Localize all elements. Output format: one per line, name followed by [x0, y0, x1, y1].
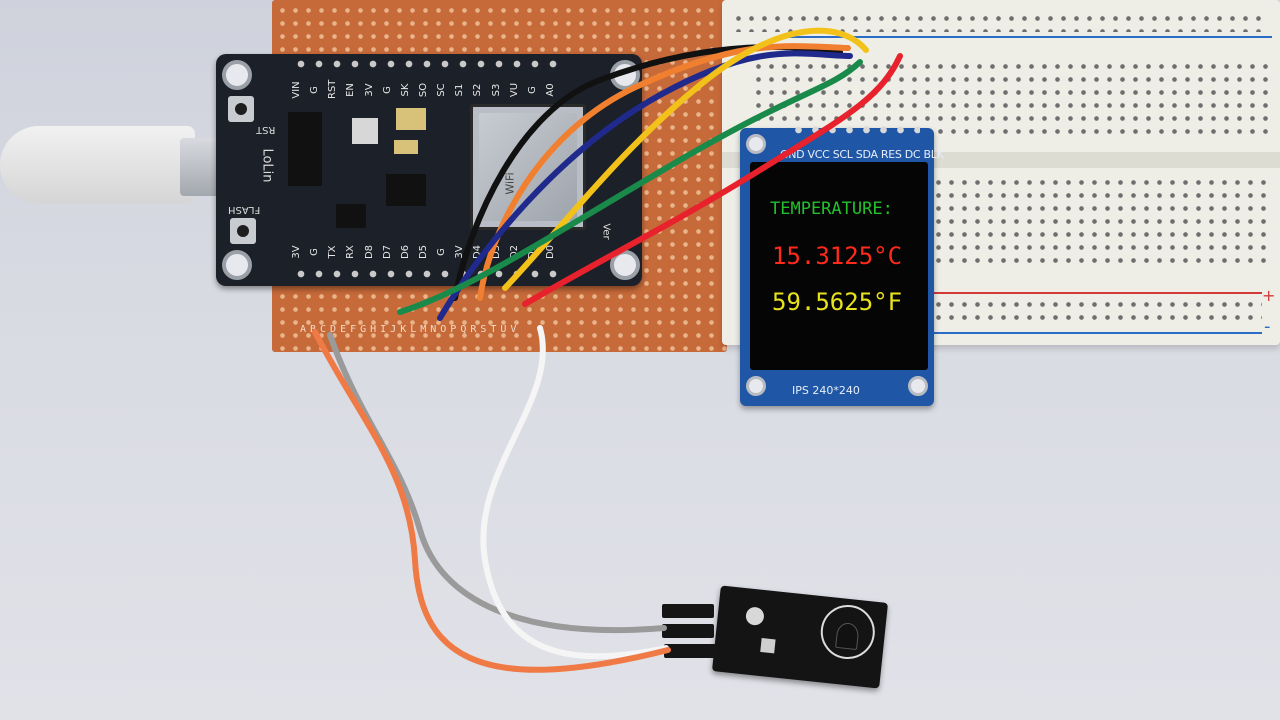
perfboard-row-letters: ABCDEFGHIJKLMNOPQRSTUV [300, 324, 521, 335]
display-temperature-fahrenheit: 59.5625°F [772, 288, 903, 316]
breadboard-lower-terminal-holes [932, 176, 1272, 266]
usb-uart-chip [288, 112, 322, 186]
tantalum-capacitor-small [394, 140, 418, 154]
wire-green [397, 59, 863, 315]
flash-button[interactable] [230, 218, 256, 244]
wire-gray [327, 332, 667, 634]
display-screen [750, 162, 928, 370]
wire-blue [437, 50, 853, 321]
wire-white [480, 325, 669, 660]
reset-button[interactable] [228, 96, 254, 122]
breadboard-bottom-rail-holes [932, 298, 1262, 322]
breadboard-positive-symbol: + [1262, 286, 1276, 305]
dupont-connector [664, 644, 716, 658]
display-pin-labels: GND VCC SCL SDA RES DC BLK [780, 148, 944, 161]
crystal-oscillator [352, 118, 378, 144]
breadboard: + - [722, 0, 1280, 345]
breadboard-top-rail-holes [732, 12, 1262, 32]
top-pin-header [292, 58, 564, 70]
display-temperature-celsius: 15.3125°C [772, 242, 903, 270]
tantalum-capacitor [396, 108, 426, 130]
display-mount-hole [746, 376, 766, 396]
wire-orange-sensor [312, 329, 671, 673]
wire-red [522, 53, 903, 307]
mount-hole-top-left [222, 60, 252, 90]
mount-hole-bottom-left [222, 250, 252, 280]
display-mount-hole [908, 376, 928, 396]
display-mount-hole [746, 134, 766, 154]
breadboard-rail-line-red [932, 292, 1262, 294]
display-line-label: TEMPERATURE: [770, 199, 893, 219]
usb-cable-plug [0, 126, 195, 204]
dupont-connector [662, 604, 714, 618]
smd-chip [336, 204, 366, 228]
esp8266-module: WiFi [470, 104, 586, 230]
breadboard-rail-line-blue [782, 36, 1272, 38]
breadboard-negative-symbol: - [1264, 316, 1271, 337]
breadboard-rail-line-blue-bottom [932, 332, 1262, 334]
display-model-label: IPS 240*240 [792, 384, 860, 397]
voltage-regulator [386, 174, 426, 206]
dupont-connector [662, 624, 714, 638]
